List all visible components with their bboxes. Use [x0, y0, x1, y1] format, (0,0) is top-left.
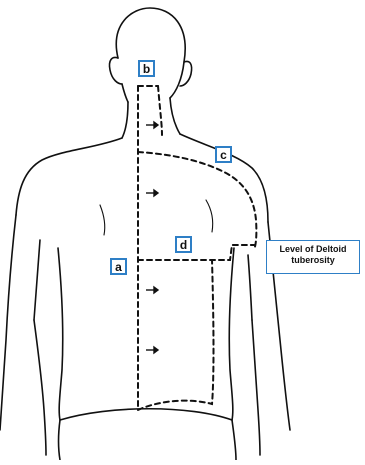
torso-left	[58, 248, 63, 420]
waist-line	[60, 409, 232, 420]
arrow-2	[146, 190, 158, 196]
shoulder-dashed	[138, 152, 256, 250]
left-arm-outer	[0, 215, 16, 430]
neck-left	[122, 102, 128, 138]
label-b: b	[138, 60, 155, 77]
neck-side-dashed	[158, 86, 162, 135]
hip-left	[59, 420, 61, 460]
callout-line-2: tuberosity	[269, 255, 357, 266]
head-outline	[116, 8, 185, 98]
scapula-left-hint	[100, 205, 105, 235]
arrow-1	[146, 122, 158, 128]
deltoid-tuberosity-callout: Level of Deltoid tuberosity	[266, 240, 360, 274]
torso-right	[229, 248, 234, 420]
left-ear	[109, 58, 122, 85]
callout-line-1: Level of Deltoid	[269, 244, 357, 255]
left-armpit	[34, 240, 40, 320]
left-shoulder	[16, 138, 122, 215]
scapula-right-hint	[206, 200, 213, 232]
arrow-3	[146, 287, 158, 293]
head-bottom-left	[122, 84, 128, 102]
left-arm-inner	[34, 320, 46, 455]
neck-right	[170, 98, 180, 134]
right-arm-inner	[252, 320, 260, 455]
bottom-dashed	[138, 260, 214, 410]
hip-right	[232, 420, 236, 460]
deltoid-level-dashed	[138, 245, 254, 260]
label-d: d	[175, 236, 192, 253]
label-c: c	[215, 146, 232, 163]
arrow-4	[146, 347, 158, 353]
right-armpit	[248, 255, 252, 320]
label-a: a	[110, 258, 127, 275]
